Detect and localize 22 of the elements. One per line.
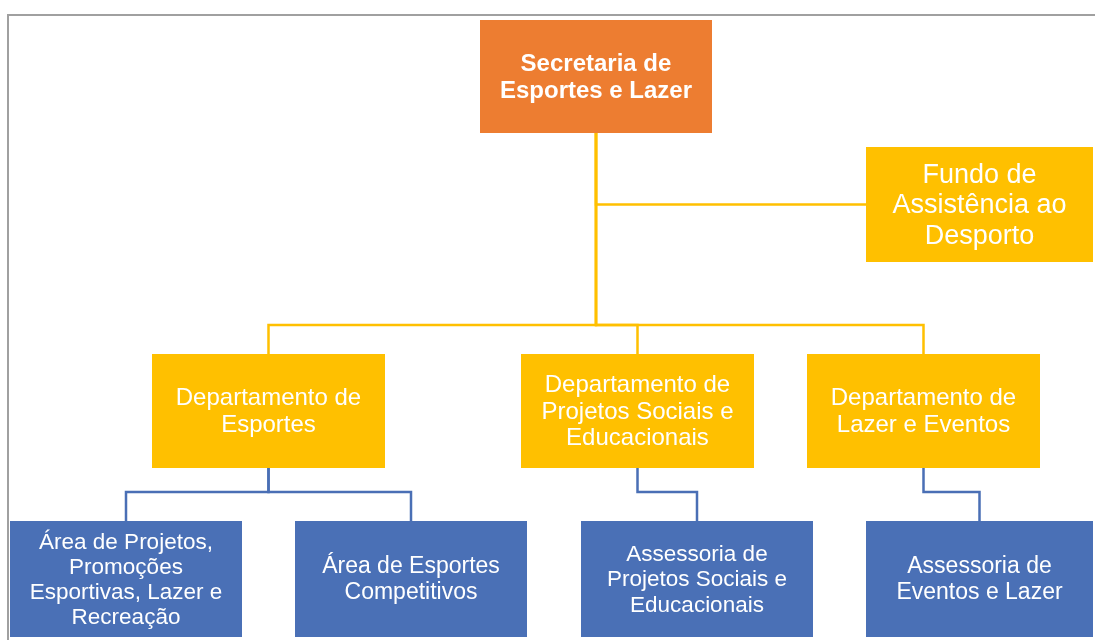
unit-name: Departamento de Projetos Sociais e Educacionais xyxy=(540,370,735,452)
connector-line xyxy=(594,133,925,354)
org-unit-box xyxy=(866,521,1093,637)
org-unit-box xyxy=(581,521,813,637)
org-unit-box xyxy=(807,354,1040,468)
org-unit-box xyxy=(10,521,242,637)
connector-line xyxy=(922,468,981,521)
unit-name: Fundo de Assistência ao Desporto xyxy=(891,159,1068,250)
org-unit-box xyxy=(480,20,712,133)
unit-name: Assessoria de Projetos Sociais e Educacionais xyxy=(605,541,789,617)
org-unit-box xyxy=(152,354,385,468)
org-unit-box xyxy=(521,354,754,468)
unit-name: Área de Esportes Competitivos xyxy=(321,553,501,605)
unit-name: Secretaria de Esportes e Lazer xyxy=(498,49,694,104)
connector-line xyxy=(636,468,699,521)
org-unit-box xyxy=(866,147,1093,262)
unit-name: Área de Projetos, Promoções Esportivas, Lazer e Recreação xyxy=(28,528,224,630)
unit-name: Assessoria de Eventos e Lazer xyxy=(895,553,1064,605)
connector-line xyxy=(267,468,413,521)
unit-name: Departamento de Esportes xyxy=(174,384,363,438)
org-unit-box xyxy=(295,521,527,637)
unit-name: Departamento de Lazer e Eventos xyxy=(829,384,1018,438)
